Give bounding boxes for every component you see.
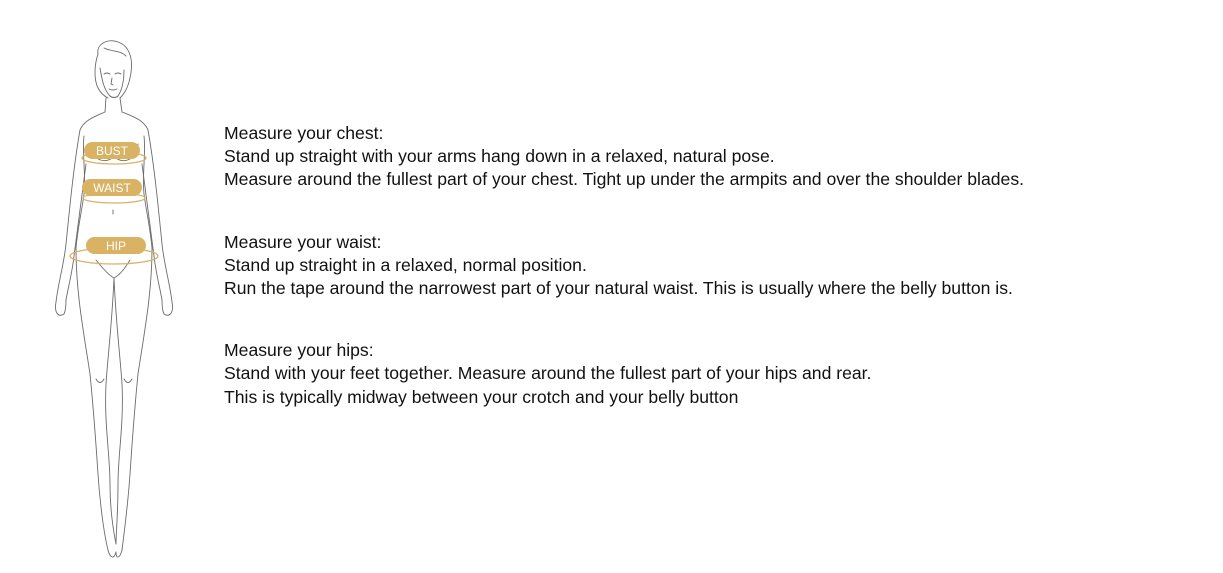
- chest-step-2: Measure around the fullest part of your …: [224, 169, 1025, 190]
- waist-step-2: Run the tape around the narrowest part o…: [224, 278, 1013, 299]
- measurement-instructions: Measure your chest: Stand up straight wi…: [224, 122, 1214, 409]
- hip-label-text: HIP: [106, 239, 126, 253]
- waist-label: WAIST: [82, 179, 142, 196]
- hips-section: Measure your hips: Stand with your feet …: [224, 339, 1214, 409]
- hips-heading: Measure your hips:: [224, 340, 374, 361]
- chest-section: Measure your chest: Stand up straight wi…: [224, 122, 1214, 192]
- waist-section: Measure your waist: Stand up straight in…: [224, 231, 1214, 301]
- bust-label: BUST: [84, 142, 140, 159]
- chest-heading: Measure your chest:: [224, 123, 384, 143]
- waist-step-1: Stand up straight in a relaxed, normal p…: [224, 254, 587, 275]
- bust-label-text: BUST: [96, 144, 129, 158]
- waist-heading: Measure your waist:: [224, 231, 382, 252]
- hips-step-1: Stand with your feet together. Measure a…: [224, 363, 872, 384]
- body-outline-illustration: BUST WAIST HIP: [55, 40, 173, 558]
- hip-label: HIP: [86, 237, 146, 254]
- body-measurement-figure: BUST WAIST HIP: [38, 34, 178, 564]
- hips-step-2: This is typically midway between your cr…: [224, 386, 739, 407]
- waist-label-text: WAIST: [93, 181, 131, 195]
- chest-step-1: Stand up straight with your arms hang do…: [224, 146, 775, 167]
